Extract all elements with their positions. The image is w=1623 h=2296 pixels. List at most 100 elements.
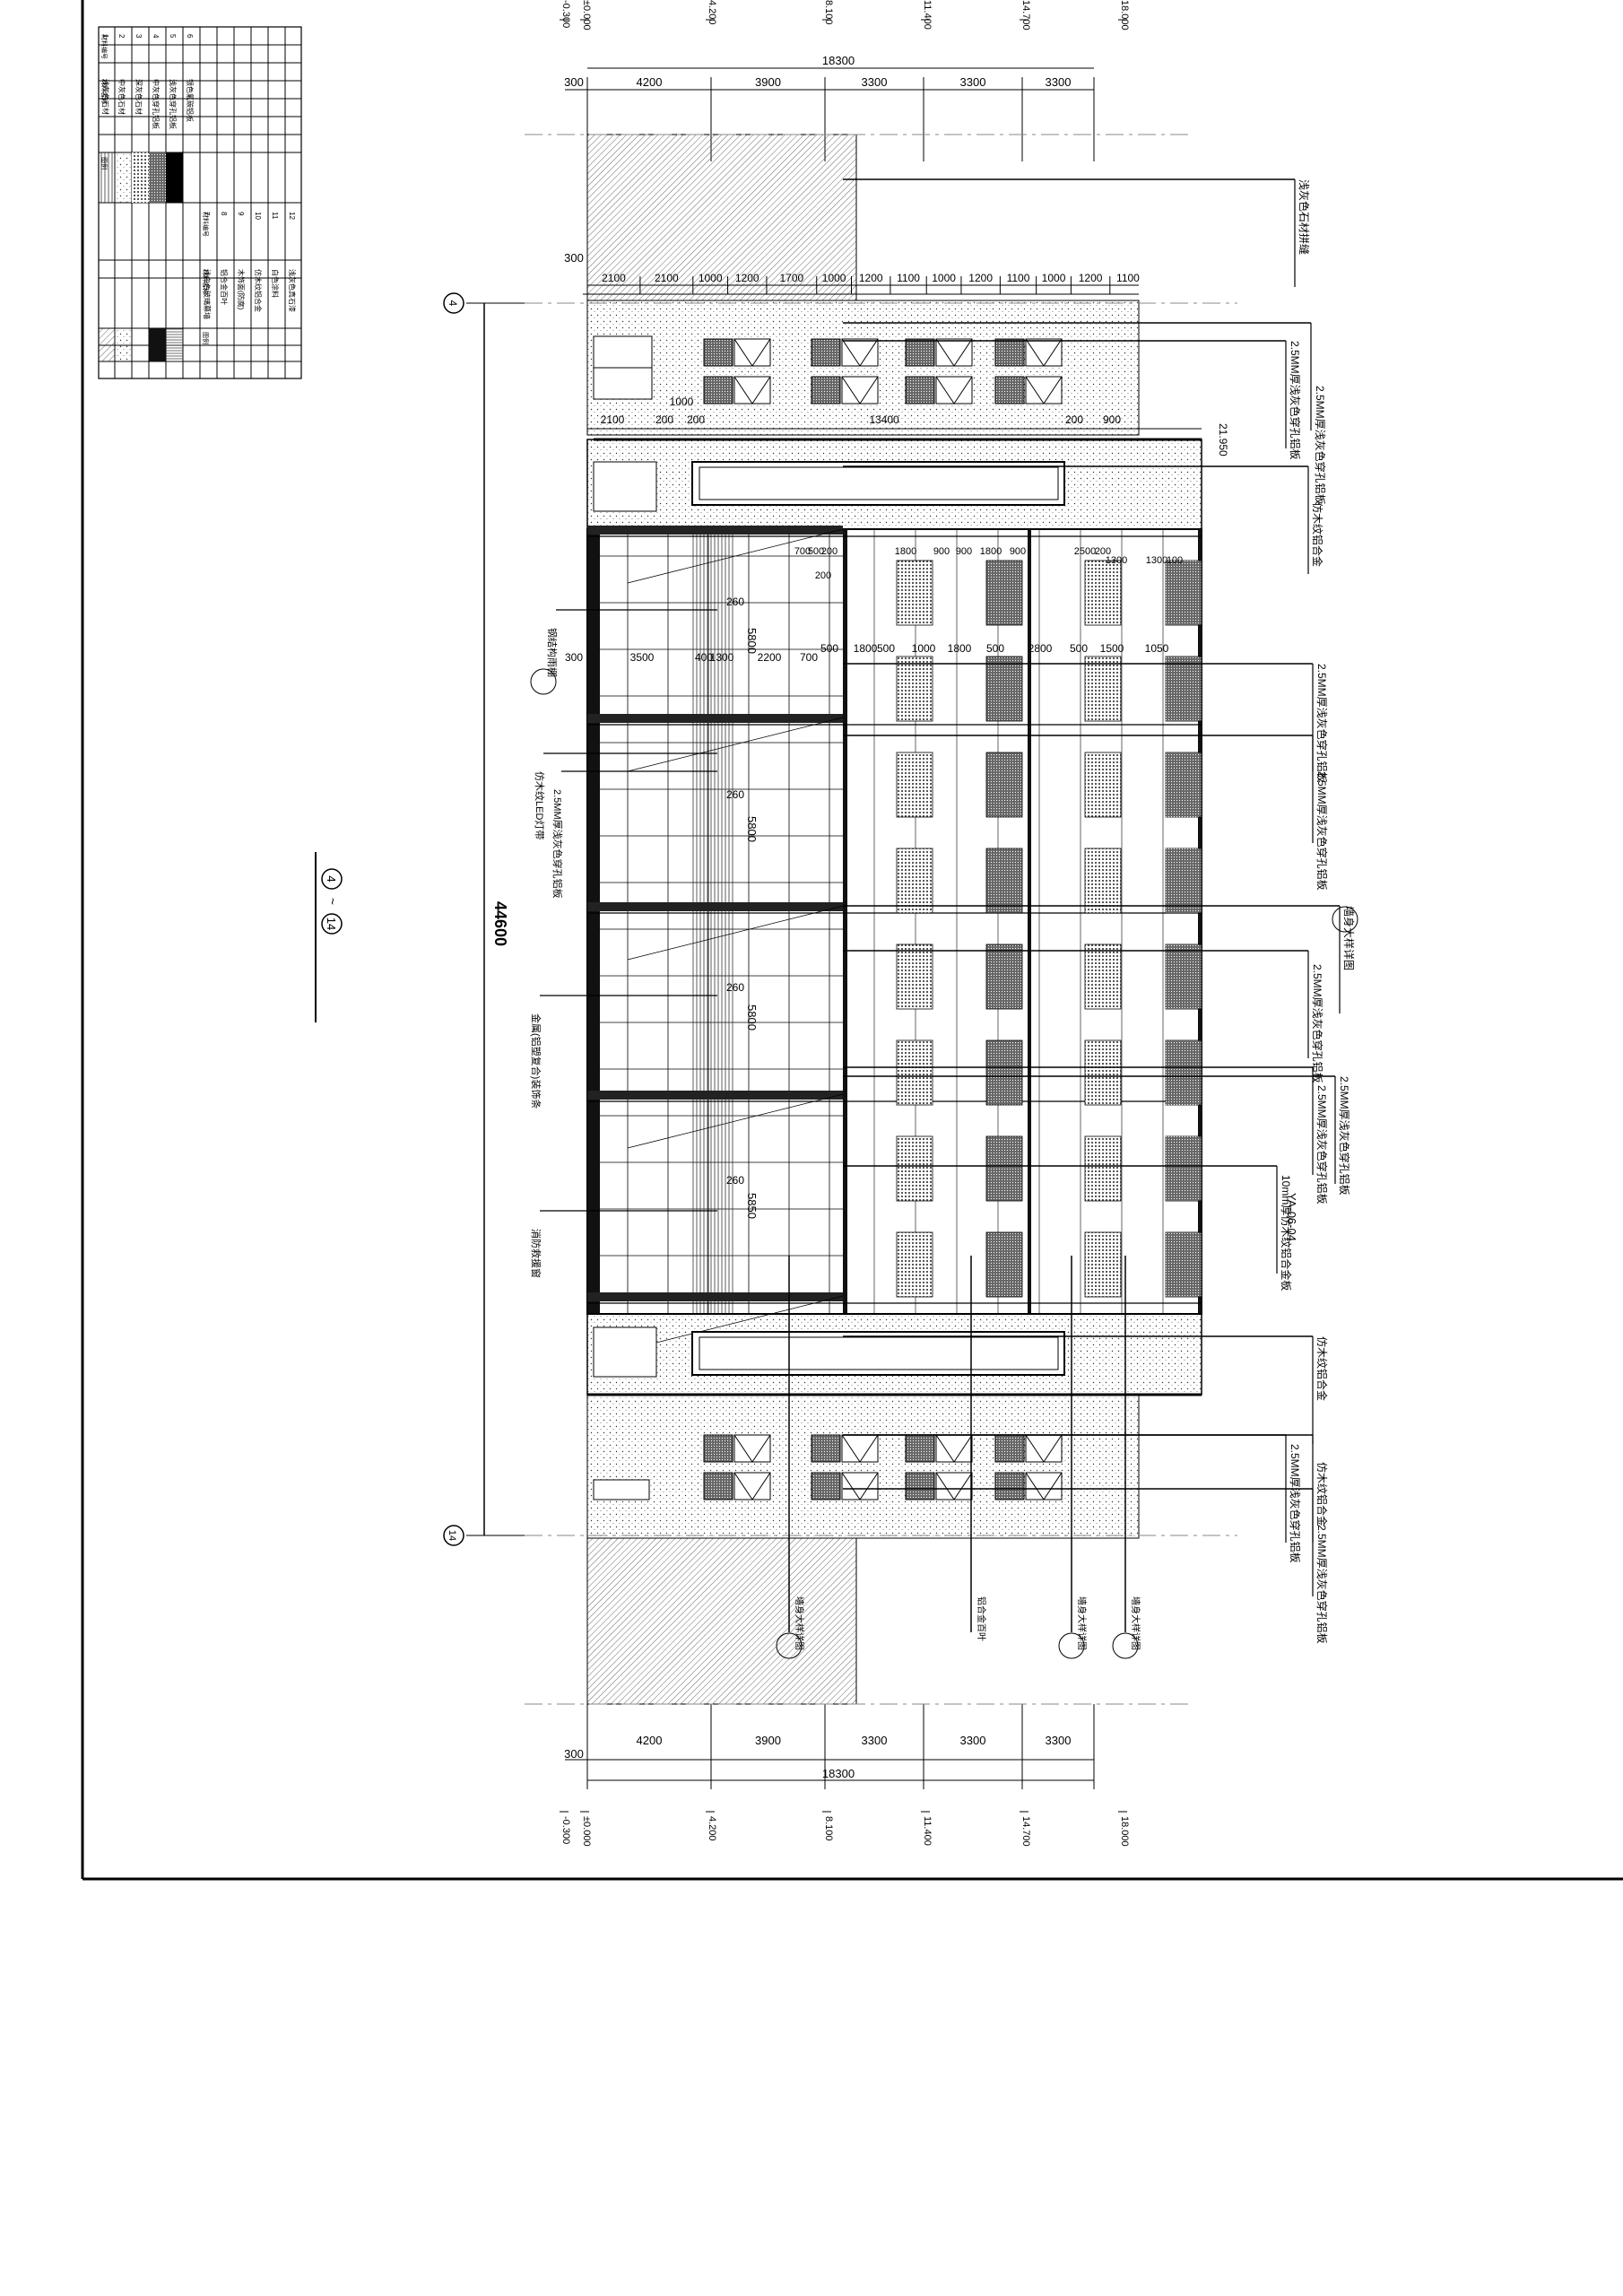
perforated-panel bbox=[1166, 1136, 1198, 1201]
legend-row-name: 浅灰色真石漆 bbox=[288, 269, 297, 312]
bay-dim-row1: 1200 bbox=[1079, 272, 1103, 284]
level-mark-bottom: 14.700 bbox=[1020, 1816, 1031, 1847]
window-panel bbox=[905, 1472, 935, 1500]
grid-bubble-4 bbox=[443, 292, 464, 314]
facade-dim-a: 200 bbox=[821, 546, 838, 557]
bay-height-dim: 5850 bbox=[745, 1193, 759, 1219]
bay-offset-dim: 260 bbox=[726, 596, 744, 608]
window-mark bbox=[1025, 1472, 1045, 1500]
facade-dim-a: 200 bbox=[815, 570, 831, 581]
window-mark bbox=[751, 1434, 771, 1463]
window-glass bbox=[733, 338, 771, 367]
window-mark bbox=[859, 376, 879, 404]
facade-dim-b: 1050 bbox=[1145, 642, 1169, 655]
legend-header: 图例 bbox=[202, 332, 210, 344]
callout-right-text: 2.5MM厚浅灰色穿孔铝板 bbox=[1315, 771, 1329, 891]
facade-dim-b: 2800 bbox=[1028, 642, 1053, 655]
floor-slab bbox=[587, 714, 843, 723]
elevation-mark-21950: 21.950 bbox=[1217, 423, 1229, 457]
legend-header: 材料编号 bbox=[100, 34, 108, 59]
facade-dim-a: 500 bbox=[808, 546, 824, 557]
bay-dim-row1: 1100 bbox=[1007, 272, 1030, 284]
facade-dim-b: 700 bbox=[800, 651, 818, 664]
perforated-panel bbox=[1166, 848, 1198, 913]
perforated-panel bbox=[1084, 656, 1122, 722]
window-glass bbox=[733, 1434, 771, 1463]
legend-row-name: 深灰色石材 bbox=[135, 79, 143, 115]
window-mark bbox=[1043, 338, 1063, 367]
facade-dim-a: 900 bbox=[933, 546, 950, 557]
dim-span: 4200 bbox=[637, 1734, 663, 1747]
facade-dim-b: 500 bbox=[1070, 642, 1088, 655]
dim-span: 3300 bbox=[862, 1734, 888, 1747]
callout-right-text: 2.5MM厚浅灰色穿孔铝板 bbox=[1311, 964, 1324, 1083]
bay-dim-row1: 1200 bbox=[859, 272, 883, 284]
window-glass bbox=[841, 1472, 879, 1500]
bay-dim-row1: 1000 bbox=[932, 272, 956, 284]
facade-dim-b: 500 bbox=[986, 642, 1004, 655]
legend-row-name: 浅灰色石材 bbox=[101, 79, 110, 115]
floor-slab bbox=[587, 902, 843, 911]
floor-slab bbox=[587, 1091, 843, 1100]
window-glass bbox=[1025, 376, 1063, 404]
bay-dim-row1: 1200 bbox=[735, 272, 759, 284]
callout-right-text: 浅灰色石材拼缝 bbox=[1298, 179, 1311, 255]
level-mark-top: ±0.000 bbox=[581, 0, 592, 30]
legend-row-name: 银色氟碳铝板 bbox=[186, 79, 195, 122]
perforated-panel bbox=[896, 1231, 933, 1298]
bay-dim-row2: 200 bbox=[687, 413, 705, 426]
bottom-plinth bbox=[586, 1537, 857, 1705]
level-mark-bottom: 18.000 bbox=[1119, 1816, 1130, 1847]
legend-row-name: 白色涂料 bbox=[271, 269, 280, 298]
window-mark bbox=[1025, 338, 1045, 367]
callout-bottom-text: 墙身大样详图 bbox=[1076, 1596, 1088, 1650]
detail-bubble bbox=[530, 668, 557, 695]
callout-right-text: 2.5MM厚浅灰色穿孔铝板 bbox=[1289, 1444, 1302, 1563]
window-panel bbox=[811, 338, 841, 367]
floor-slab bbox=[587, 1292, 843, 1301]
facade-dim-b: 2200 bbox=[758, 651, 782, 664]
window-glass bbox=[935, 1434, 973, 1463]
bay-dim-row2: 13400 bbox=[869, 413, 899, 426]
facade-dim-a: 1300 bbox=[1106, 555, 1127, 566]
legend-row-no: 5 bbox=[169, 34, 177, 39]
facade-dim-a: 100 bbox=[1167, 555, 1183, 566]
window-panel bbox=[703, 1434, 733, 1463]
perforated-panel bbox=[985, 1231, 1023, 1298]
callout-bottom-text: 墙身大样详图 bbox=[794, 1596, 805, 1650]
legend-header: 材料名称 bbox=[202, 269, 210, 294]
perforated-panel bbox=[1084, 560, 1122, 626]
window-mark bbox=[859, 1472, 879, 1500]
perforated-panel bbox=[896, 848, 933, 914]
window-mark bbox=[953, 338, 973, 367]
window-panel bbox=[811, 376, 841, 404]
bay-height-dim: 5800 bbox=[745, 816, 759, 842]
facade-dim-a: 200 bbox=[1095, 546, 1111, 557]
legend-row-no: 8 bbox=[220, 212, 228, 216]
dim-span: 3300 bbox=[862, 75, 888, 89]
overall-height-label: 44600 bbox=[491, 901, 509, 946]
dim-offset: 300 bbox=[564, 1747, 584, 1761]
perforated-panel bbox=[985, 752, 1023, 818]
level-mark-bottom: 4.200 bbox=[707, 1816, 717, 1841]
legend-row-no: 7 bbox=[203, 212, 211, 216]
perforated-panel bbox=[985, 656, 1023, 722]
facade-dim-b: 500 bbox=[877, 642, 895, 655]
level-mark-bottom: 11.400 bbox=[922, 1816, 933, 1846]
perforated-panel bbox=[1084, 752, 1122, 818]
window-mark bbox=[1043, 1472, 1063, 1500]
dim-span: 3300 bbox=[1046, 1734, 1072, 1747]
facade-dim-b: 1800 bbox=[854, 642, 878, 655]
window-panel bbox=[905, 338, 935, 367]
legend-row-name: 浅白色玻璃幕墙 bbox=[203, 269, 212, 319]
window-mark bbox=[859, 338, 879, 367]
window-mark bbox=[1025, 376, 1045, 404]
perforated-panel bbox=[896, 1135, 933, 1202]
window-glass bbox=[733, 1472, 771, 1500]
window-glass bbox=[841, 376, 879, 404]
dim-span: 3300 bbox=[960, 1734, 986, 1747]
legend-header: 材料名称 bbox=[100, 79, 108, 104]
perforated-panel bbox=[1084, 1039, 1122, 1106]
facade-dim-b: 1500 bbox=[1100, 642, 1124, 655]
